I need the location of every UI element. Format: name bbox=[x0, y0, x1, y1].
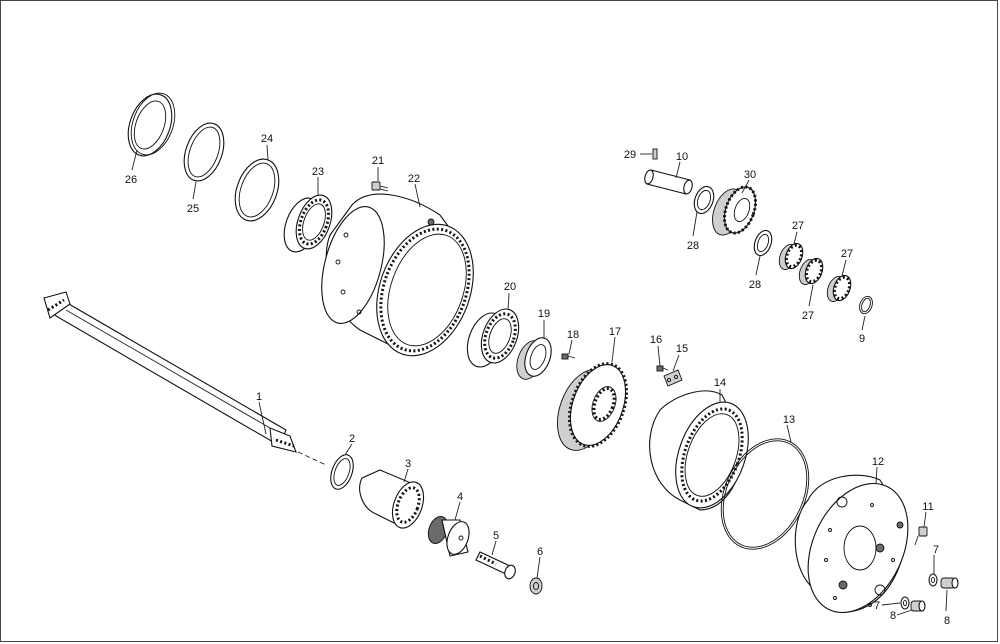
callout-10: 10 bbox=[676, 151, 688, 163]
callout-22: 22 bbox=[408, 173, 420, 185]
callout-21: 21 bbox=[372, 155, 384, 167]
part-1-axle-shaft bbox=[43, 291, 327, 466]
part-25-ring bbox=[183, 122, 225, 182]
callout-3: 3 bbox=[405, 458, 411, 470]
leader-lines bbox=[131, 144, 948, 616]
callout-27-b: 27 bbox=[802, 310, 814, 322]
part-2-snap-ring bbox=[330, 454, 354, 490]
part-6-nut bbox=[529, 577, 543, 595]
part-23-bearing bbox=[283, 194, 333, 253]
callout-18: 18 bbox=[567, 329, 579, 341]
part-26-seal bbox=[127, 92, 176, 157]
part-11-bolt bbox=[914, 526, 928, 546]
callout-27-c: 27 bbox=[841, 248, 853, 260]
callout-7-upper: 7 bbox=[933, 544, 939, 556]
part-8-plug-lower bbox=[910, 600, 926, 612]
part-9-snap-ring bbox=[859, 295, 873, 315]
callout-7-lower: 7 bbox=[874, 600, 880, 612]
callout-11: 11 bbox=[922, 501, 933, 513]
callout-25: 25 bbox=[187, 203, 199, 215]
part-8-plug-upper bbox=[940, 577, 959, 589]
callout-12: 12 bbox=[872, 456, 884, 468]
callout-4: 4 bbox=[457, 491, 463, 503]
callout-9: 9 bbox=[859, 333, 865, 345]
part-28-thrust-washer-lower bbox=[753, 229, 773, 257]
callout-28-upper: 28 bbox=[687, 240, 699, 252]
callout-29: 29 bbox=[624, 149, 636, 161]
part-7-washer-upper bbox=[928, 573, 938, 587]
callout-2: 2 bbox=[349, 433, 355, 445]
part-19-slotted-nut bbox=[516, 337, 552, 380]
callout-28-lower: 28 bbox=[749, 279, 761, 291]
callout-1: 1 bbox=[256, 391, 262, 403]
callout-8-lower: 8 bbox=[890, 610, 896, 622]
callout-27-a: 27 bbox=[792, 220, 804, 232]
part-28-thrust-washer-upper bbox=[693, 185, 715, 215]
callout-24: 24 bbox=[261, 133, 273, 145]
part-27-needle-bearing-c bbox=[826, 274, 852, 302]
part-22-hub-housing bbox=[321, 193, 474, 357]
part-7-washer-lower bbox=[900, 596, 910, 610]
part-17-sun-gear bbox=[557, 362, 629, 451]
callout-17: 17 bbox=[609, 326, 621, 338]
callout-14: 14 bbox=[714, 377, 726, 389]
callout-30: 30 bbox=[744, 169, 756, 181]
part-number-callouts: 1 2 3 4 5 6 7 7 8 8 9 10 11 12 13 14 15 … bbox=[125, 133, 950, 627]
callout-19: 19 bbox=[538, 308, 550, 320]
part-12-planet-carrier bbox=[794, 474, 909, 614]
callout-16: 16 bbox=[650, 334, 662, 346]
part-15-lock-plate bbox=[663, 369, 683, 387]
callout-8-right: 8 bbox=[944, 615, 950, 627]
callout-13: 13 bbox=[783, 414, 795, 426]
part-3-coupling-sleeve bbox=[359, 469, 425, 529]
callout-6: 6 bbox=[537, 546, 543, 558]
part-27-needle-bearing-b bbox=[798, 257, 824, 285]
callout-5: 5 bbox=[493, 530, 499, 542]
part-10-planet-shaft bbox=[644, 169, 693, 195]
part-27-needle-bearing-a bbox=[778, 242, 804, 270]
part-24-ring bbox=[234, 158, 280, 222]
part-29-pin bbox=[652, 148, 658, 160]
callout-26: 26 bbox=[125, 174, 137, 186]
callout-20: 20 bbox=[504, 281, 516, 293]
callout-23: 23 bbox=[312, 166, 324, 178]
part-18-screw bbox=[561, 353, 576, 360]
part-4-drive-pinion bbox=[427, 516, 470, 557]
part-20-bearing bbox=[466, 308, 520, 368]
part-21-bolt bbox=[371, 181, 389, 192]
callout-15: 15 bbox=[676, 343, 688, 355]
part-30-planet-gear bbox=[712, 185, 758, 236]
part-14-ring-gear bbox=[649, 390, 749, 511]
part-16-bolt bbox=[656, 365, 669, 372]
part-5-bolt bbox=[475, 551, 516, 580]
